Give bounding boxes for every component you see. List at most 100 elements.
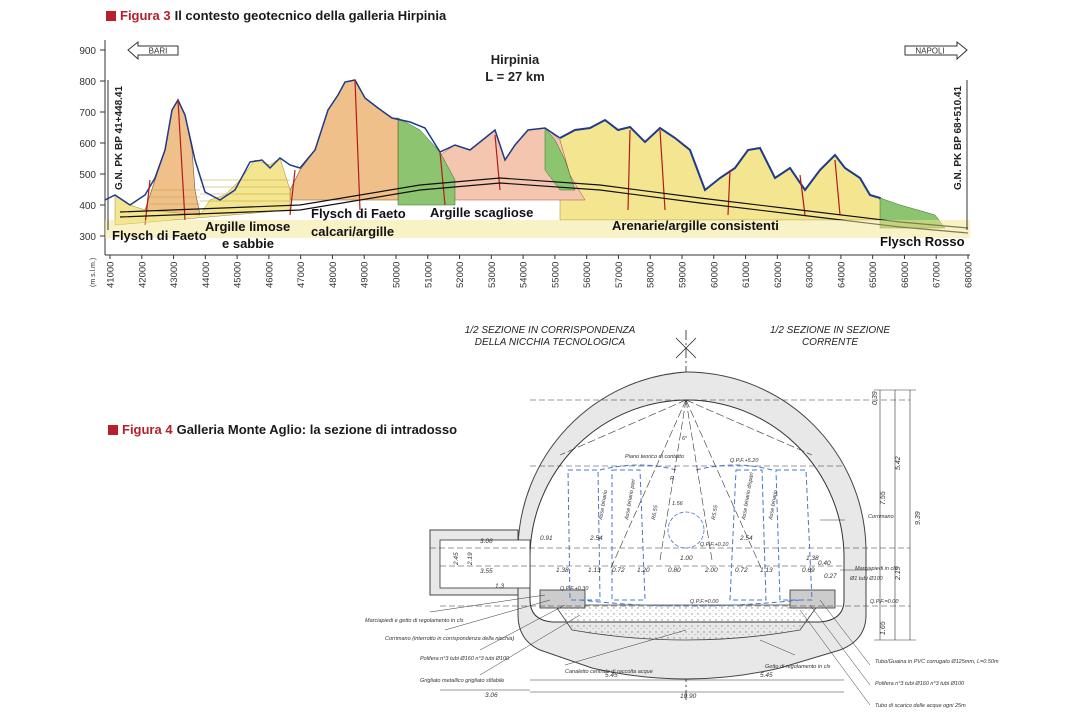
x-tick-label: 54000 — [519, 262, 530, 288]
surface-outline-left — [104, 79, 561, 206]
tunnel-length: L = 27 km — [485, 69, 544, 84]
x-tick-label: 57000 — [614, 262, 625, 288]
x-tick-label: 52000 — [455, 262, 466, 288]
construction-lines — [430, 399, 910, 607]
tunnel-name: Hirpinia — [491, 52, 540, 67]
level-label: Q.P.F.+5.20 — [730, 458, 759, 464]
bari-label: BARI — [149, 47, 168, 56]
x-tick-label: 44000 — [201, 262, 212, 288]
dim-inner: 1.00 — [680, 555, 693, 562]
inner-label: R — [670, 476, 674, 482]
dim-inner: 0.80 — [668, 567, 681, 574]
y-tick-label: 900 — [79, 46, 96, 57]
callout-left: Grigliato metallico grigliato sfilabile — [420, 678, 504, 684]
x-tick-label: 62000 — [773, 262, 784, 288]
x-tick-label: 48000 — [328, 262, 339, 288]
dim-right: 5.42 — [895, 456, 902, 470]
y-tick-label: 300 — [79, 232, 96, 243]
tunnel-cross-section: 1/2 SEZIONE IN CORRISPONDENZA DELLA NICC… — [365, 325, 999, 709]
dim-inner: 1.38 — [556, 567, 569, 574]
dim-right: 0.39 — [872, 391, 879, 405]
dim-inner: 1.38 — [806, 555, 819, 562]
x-tick-label: 61000 — [741, 262, 752, 288]
x-tick-label: 68000 — [964, 262, 975, 288]
faults — [144, 79, 841, 226]
dim-left: 3.55 — [480, 568, 493, 575]
dim-bottom: 5.45 — [760, 672, 773, 679]
inner-label: Asse binario — [768, 489, 779, 521]
x-tick-label: 51000 — [423, 262, 434, 288]
x-tick-label: 45000 — [233, 262, 244, 288]
dim-inner: 0.72 — [735, 567, 748, 574]
header-right-line2: CORRENTE — [802, 337, 858, 348]
dim-right: 7.55 — [880, 491, 887, 505]
title-marker-icon — [106, 11, 116, 21]
callout-left: Corrimano (interrotto in corrispondenza … — [385, 636, 514, 642]
figure4-number: Figura 4 — [122, 422, 173, 437]
dim-right: 1.65 — [880, 621, 887, 635]
sandy-formation — [289, 79, 399, 201]
level-label: Q.P.F.+0.10 — [700, 542, 729, 548]
inner-label: 6° — [682, 436, 688, 442]
x-tick-label: 59000 — [678, 262, 689, 288]
callout-left: Canaletto centrale di raccolta acque — [565, 669, 653, 675]
invert-fill — [554, 604, 819, 641]
x-tick-label: 50000 — [392, 262, 403, 288]
y-ticks: 900 800 700 600 500 400 300 — [79, 46, 105, 243]
level-label: Q.P.F.=0.00 — [870, 599, 899, 605]
callout-left: Marciapiedi e getto di regolamento in cl… — [365, 618, 464, 624]
x-tick-label: 43000 — [169, 262, 180, 288]
x-tick-label: 53000 — [487, 262, 498, 288]
pk-right-label: G.N. PK BP 68+510.41 — [953, 86, 964, 190]
formation-label: Argille limose — [205, 219, 290, 234]
platforms — [539, 589, 836, 609]
dim-inner: 2.54 — [739, 535, 753, 542]
dim-inner: 0.91 — [540, 535, 553, 542]
dim-right: 2.19 — [895, 566, 902, 581]
x-tick-label: 46000 — [264, 262, 275, 288]
dim-right: 9.39 — [915, 511, 922, 525]
formation-label: Arenarie/argille consistenti — [612, 218, 779, 233]
callout-left: Polifera n°3 tubi Ø160 n°3 tubi Ø100 — [420, 656, 510, 662]
x-tick-label: 56000 — [582, 262, 593, 288]
y-tick-label: 500 — [79, 170, 96, 181]
radius-lines — [559, 399, 813, 571]
dim-left: 3.06 — [485, 692, 498, 699]
x-tick-label: 42000 — [137, 262, 148, 288]
y-tick-label: 700 — [79, 108, 96, 119]
callout-right: Getto di regolamento in cls — [765, 664, 831, 670]
callout-right: Tubo/Guaina in PVC corrugato Ø125mm, L=0… — [875, 659, 999, 665]
formation-label: e sabbie — [222, 236, 274, 251]
green-formation — [544, 127, 576, 191]
dim-left: 3.06 — [480, 538, 493, 545]
x-tick-label: 60000 — [709, 262, 720, 288]
callout-right: Ø1 tubi Ø100 — [849, 576, 884, 582]
dim-inner: 0.27 — [824, 573, 837, 580]
inner-label: 1.56 — [672, 501, 684, 507]
dim-left: 2.45 — [453, 552, 460, 566]
callout-right: Marciapiedi in cls — [855, 566, 897, 572]
dim-left: 1.3 — [495, 583, 504, 590]
formation-label: Flysch di Faeto — [112, 228, 207, 243]
x-tick-label: 65000 — [868, 262, 879, 288]
dim-inner: 2.00 — [704, 567, 718, 574]
dim-inner: 1.20 — [637, 567, 650, 574]
leader-lines — [429, 519, 871, 706]
title-marker-icon — [108, 425, 118, 435]
napoli-arrow: NAPOLI — [904, 40, 968, 61]
hatching — [150, 179, 290, 205]
formation-label: Flysch di Faeto — [311, 206, 406, 221]
formation-label: calcari/argille — [311, 224, 394, 239]
y-tick-label: 600 — [79, 139, 96, 150]
inner-label: Piano teorico di contatto — [625, 454, 684, 460]
pk-left-label: G.N. PK BP 41+448.41 — [114, 86, 125, 190]
level-label: Q.P.F.=0.00 — [690, 599, 719, 605]
surface-outline-right — [559, 118, 886, 209]
geological-profile: 900 800 700 600 500 400 300 (m s.l.m.) 4… — [79, 40, 975, 288]
x-tick-label: 55000 — [550, 262, 561, 288]
unit-label: (m s.l.m.) — [90, 258, 97, 287]
header-left-line2: DELLA NICCHIA TECNOLOGICA — [475, 337, 626, 348]
dim-bottom: 10.90 — [680, 693, 697, 700]
